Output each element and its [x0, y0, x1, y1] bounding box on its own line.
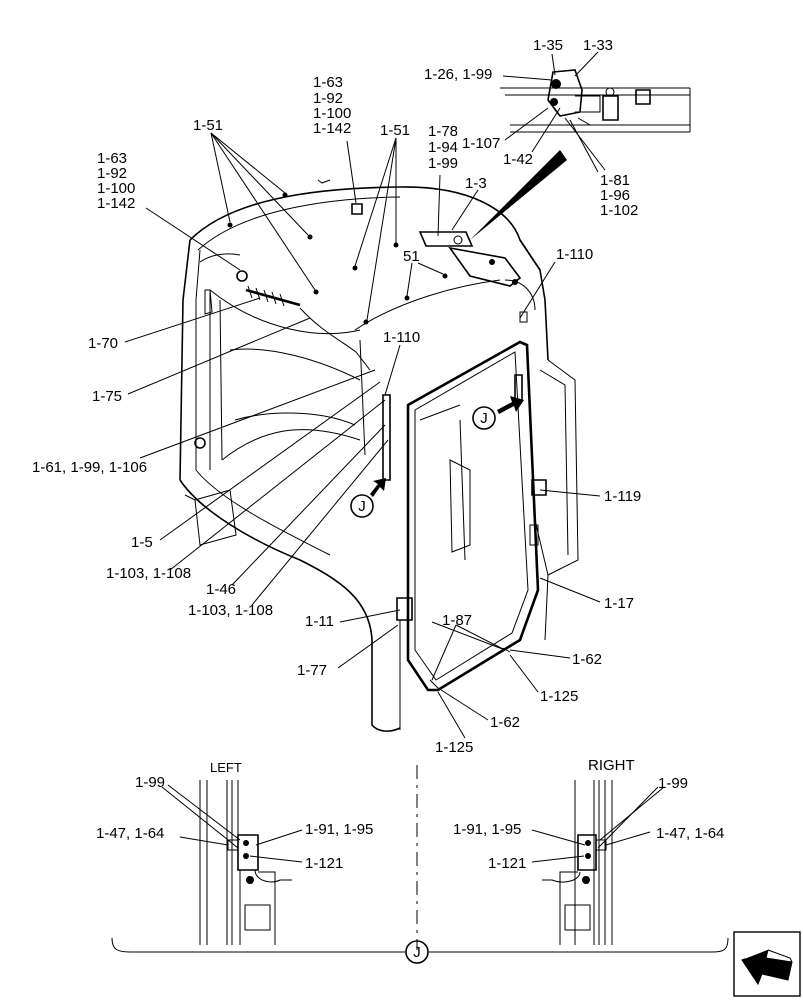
left-view-title: LEFT	[210, 760, 242, 775]
view-j-marker-2: J	[350, 478, 386, 518]
callout-1-125-left: 1-125	[435, 739, 473, 756]
callout-1-142-b: 1-142	[97, 195, 135, 212]
callout-1-119: 1-119	[604, 488, 641, 505]
callout-1-107: 1-107	[462, 135, 500, 152]
roof-hinge-bracket	[418, 150, 567, 287]
callout-1-35: 1-35	[533, 37, 563, 54]
callout-left-1-99: 1-99	[135, 774, 165, 791]
callout-1-103-b: 1-103, 1-108	[188, 602, 273, 619]
detail-bracket	[111, 937, 729, 953]
callout-left-1-91: 1-91, 1-95	[305, 821, 373, 838]
callout-right-1-47: 1-47, 1-64	[656, 825, 724, 842]
callout-1-63: 1-63	[313, 74, 343, 91]
arrow-icon	[741, 948, 793, 986]
callout-right-1-91: 1-91, 1-95	[453, 821, 521, 838]
callout-1-51-left: 1-51	[193, 117, 223, 134]
callout-1-62-left: 1-62	[490, 714, 520, 731]
detail-j-label: J	[413, 944, 421, 961]
callout-1-17: 1-17	[604, 595, 634, 612]
callout-1-92-b: 1-92	[97, 165, 127, 182]
callout-1-99: 1-99	[428, 155, 458, 172]
callout-1-75: 1-75	[92, 388, 122, 405]
callout-1-94: 1-94	[428, 139, 458, 156]
hinge-detail	[500, 69, 691, 133]
callout-1-125-right: 1-125	[540, 688, 578, 705]
callout-1-5: 1-5	[131, 534, 153, 551]
callout-1-100-b: 1-100	[97, 180, 135, 197]
callout-left-1-47: 1-47, 1-64	[96, 825, 164, 842]
callout-1-142: 1-142	[313, 120, 351, 137]
callout-1-33: 1-33	[583, 37, 613, 54]
callout-1-11: 1-11	[305, 613, 334, 630]
callout-1-42: 1-42	[503, 151, 533, 168]
right-view-title: RIGHT	[588, 757, 635, 774]
callout-1-78: 1-78	[428, 123, 458, 140]
callout-1-61: 1-61, 1-99, 1-106	[32, 459, 147, 476]
callout-1-100: 1-100	[313, 105, 351, 122]
callout-labels: 1-35 1-33 1-26, 1-99 1-107 1-42 1-81 1-9…	[32, 37, 724, 872]
callout-1-3: 1-3	[465, 175, 487, 192]
callout-1-51-right: 1-51	[380, 122, 410, 139]
callout-1-63-b: 1-63	[97, 150, 127, 167]
callout-1-26-1-99: 1-26, 1-99	[424, 66, 492, 83]
callout-1-46: 1-46	[206, 581, 236, 598]
right-detail-view	[542, 780, 613, 945]
leader-lines	[124, 51, 665, 863]
callout-1-81: 1-81	[600, 172, 630, 189]
callout-1-70: 1-70	[88, 335, 118, 352]
callout-left-1-121: 1-121	[305, 855, 343, 872]
callout-1-77: 1-77	[297, 662, 327, 679]
cab-frame	[179, 179, 579, 732]
callout-1-102: 1-102	[600, 202, 638, 219]
detail-j-label: J	[480, 410, 488, 427]
callout-right-1-121: 1-121	[488, 855, 526, 872]
callout-right-1-99: 1-99	[658, 775, 688, 792]
callout-1-103-a: 1-103, 1-108	[106, 565, 191, 582]
next-page-button[interactable]	[733, 931, 801, 997]
callout-1-110-right: 1-110	[556, 246, 593, 263]
callout-1-110-left: 1-110	[383, 329, 420, 346]
view-j-marker-1: J	[472, 396, 524, 430]
left-detail-view	[199, 780, 292, 945]
callout-1-87: 1-87	[442, 612, 472, 629]
callout-1-62-right: 1-62	[572, 651, 602, 668]
cab-door	[382, 311, 547, 692]
detail-j-circle	[405, 940, 429, 964]
callout-1-92: 1-92	[313, 90, 343, 107]
callout-51: 51	[403, 248, 420, 265]
detail-j-label: J	[358, 498, 366, 515]
callout-1-96: 1-96	[600, 187, 630, 204]
